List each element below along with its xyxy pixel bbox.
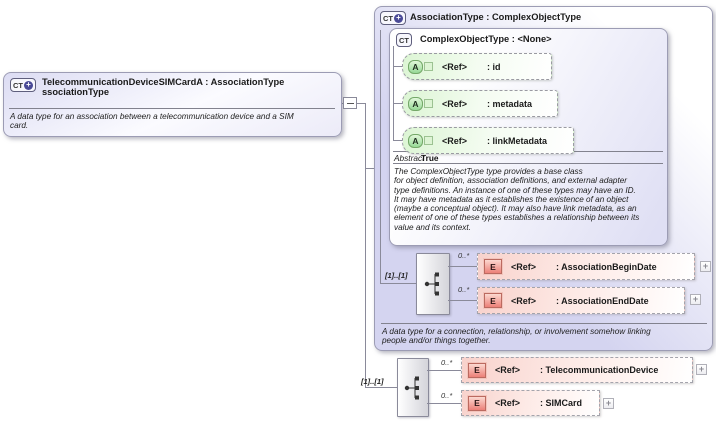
sequence-model-group-icon[interactable] (397, 358, 429, 417)
connector-line (427, 403, 461, 404)
attribute-ref: <Ref> (442, 135, 468, 146)
documentation-text: The ComplexObjectType type provides a ba… (394, 167, 640, 232)
class-box-telecommunication-device-simcard-association-type[interactable]: CT + TelecommunicationDeviceSIMCardA : A… (3, 72, 342, 137)
abstract-label: Abstract (394, 153, 425, 163)
element-name: : AssociationEndDate (556, 295, 649, 306)
separator (393, 163, 663, 164)
element-icon: E (468, 395, 486, 411)
connector-line (427, 370, 461, 371)
class-title-line1: TelecommunicationDeviceSIMCardA : Associ… (42, 77, 285, 87)
element-icon: E (468, 362, 486, 378)
attribute-icon: A (408, 133, 433, 148)
attribute-icon: A (408, 96, 433, 111)
element-box-association-begin-date[interactable]: E <Ref> : AssociationBeginDate (477, 253, 695, 280)
element-ref: <Ref> (495, 398, 521, 408)
element-box-telecommunication-device[interactable]: E <Ref> : TelecommunicationDevice (461, 357, 693, 383)
documentation-text: A data type for a connection, relationsh… (382, 327, 651, 346)
occurrence-label: 0..* (441, 391, 453, 400)
attribute-box-id[interactable]: A <Ref> : id (402, 53, 552, 80)
element-name: : AssociationBeginDate (556, 261, 657, 272)
element-ref: <Ref> (495, 365, 521, 375)
occurrence-label: 0..* (458, 251, 470, 260)
attribute-box-link-metadata[interactable]: A <Ref> : linkMetadata (402, 127, 574, 154)
separator (381, 323, 707, 324)
minus-icon (346, 102, 354, 104)
sequence-model-group-icon[interactable] (416, 253, 450, 315)
expand-button-simcard[interactable]: + (603, 398, 614, 409)
connector-line (448, 300, 477, 301)
attribute-name: : id (487, 61, 501, 72)
sequence-glyph-icon (424, 272, 439, 296)
connector-line (365, 103, 366, 388)
element-box-association-end-date[interactable]: E <Ref> : AssociationEndDate (477, 287, 685, 314)
complex-type-icon: CT + (10, 78, 36, 92)
connector-line (393, 46, 394, 141)
attribute-ref: <Ref> (442, 98, 468, 109)
attribute-box-metadata[interactable]: A <Ref> : metadata (402, 90, 558, 117)
expand-button-association-begin-date[interactable]: + (700, 261, 711, 272)
abstract-value: True (421, 153, 439, 163)
complex-type-icon: CT (396, 33, 412, 47)
collapse-toggle[interactable] (343, 97, 357, 109)
plus-badge-icon: + (24, 80, 33, 90)
connector-line (365, 387, 397, 388)
class-title-line2: ssociationType (42, 87, 109, 97)
occurrence-label: 0..* (441, 358, 453, 367)
element-name: : SIMCard (540, 398, 583, 408)
attribute-name: : metadata (487, 98, 533, 109)
element-ref: <Ref> (511, 295, 537, 306)
occurrence-label: 0..* (458, 285, 470, 294)
documentation-text: A data type for an association between a… (10, 112, 294, 131)
element-icon: E (484, 293, 502, 308)
class-title: ComplexObjectType : <None> (420, 34, 552, 44)
complex-type-icon: CT + (380, 11, 406, 25)
attribute-name: : linkMetadata (487, 135, 548, 146)
connector-line (393, 103, 402, 104)
connector-line (448, 266, 477, 267)
attribute-icon: A (408, 59, 433, 74)
attribute-ref: <Ref> (442, 61, 468, 72)
plus-badge-icon: + (394, 13, 403, 23)
separator (9, 108, 335, 109)
element-icon: E (484, 259, 502, 274)
expand-button-telecommunication-device[interactable]: + (696, 364, 707, 375)
cardinality-label: [1]..[1] (361, 377, 384, 386)
element-name: : TelecommunicationDevice (540, 365, 659, 375)
connector-line (393, 66, 402, 67)
sequence-glyph-icon (404, 376, 419, 399)
element-box-simcard[interactable]: E <Ref> : SIMCard (461, 390, 600, 416)
connector-line (380, 30, 381, 283)
connector-line (393, 140, 402, 141)
cardinality-label: [1]..[1] (385, 271, 408, 280)
connector-line (365, 168, 375, 169)
expand-button-association-end-date[interactable]: + (690, 294, 701, 305)
class-title: AssociationType : ComplexObjectType (410, 12, 582, 22)
element-ref: <Ref> (511, 261, 537, 272)
connector-line (380, 283, 416, 284)
